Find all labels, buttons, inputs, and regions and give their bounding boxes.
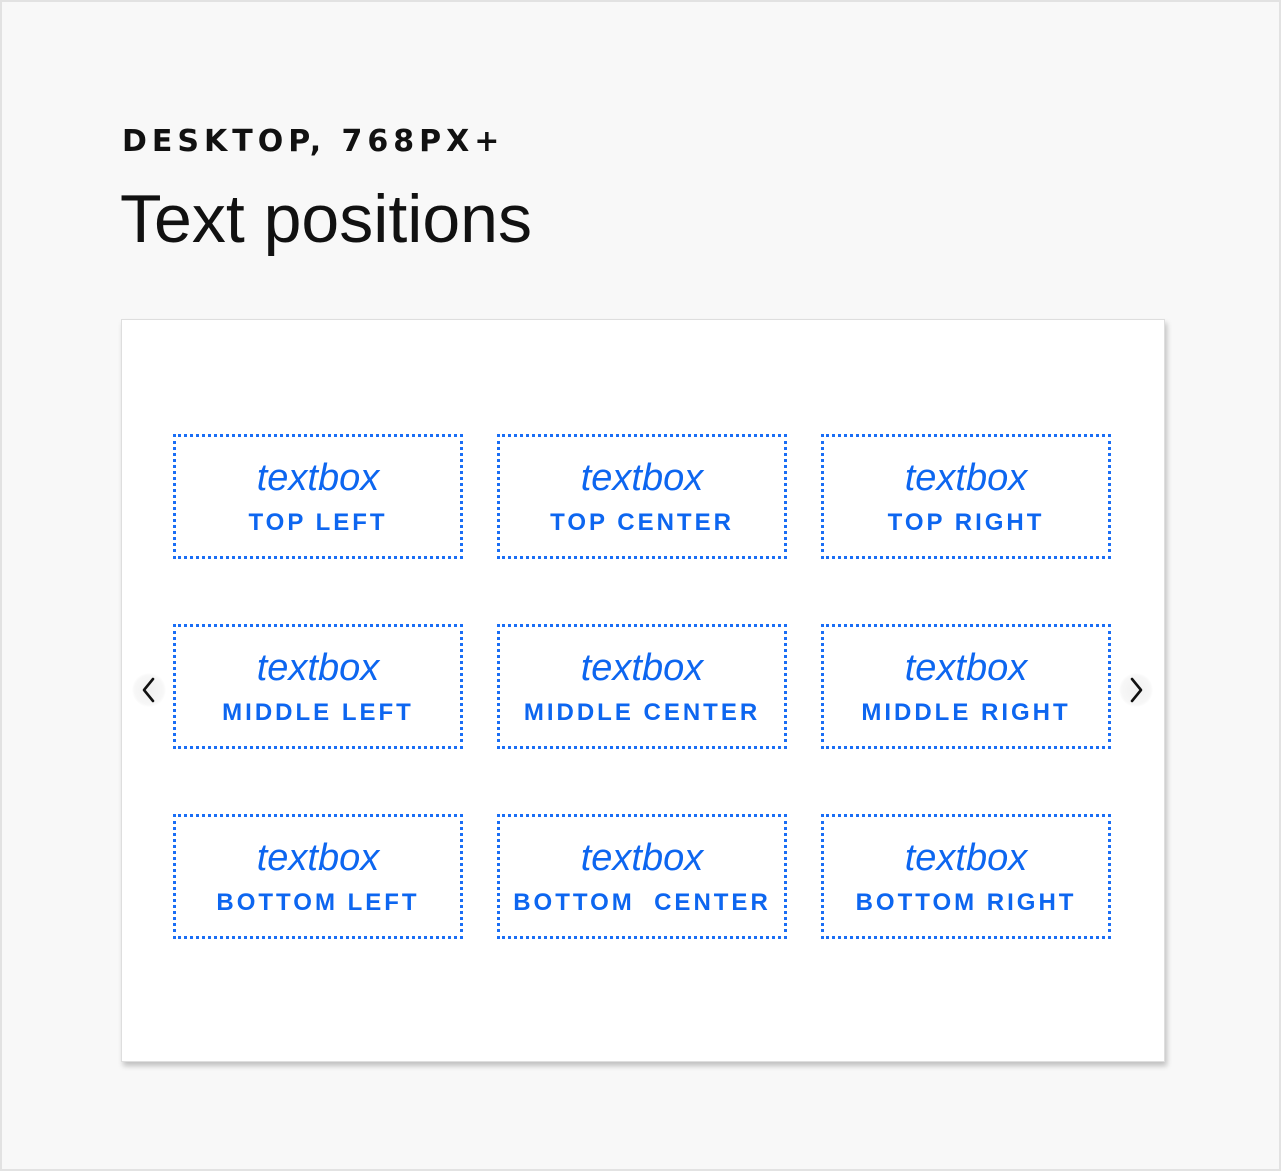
carousel-prev-button[interactable]	[132, 673, 166, 707]
position-label: TOP RIGHT	[887, 508, 1045, 536]
position-label: MIDDLE LEFT	[222, 698, 414, 726]
textbox-middle-center: textbox MIDDLE CENTER	[497, 624, 787, 749]
position-label: BOTTOM CENTER	[513, 888, 771, 916]
carousel-card: textbox TOP LEFT textbox TOP CENTER text…	[121, 319, 1165, 1062]
textbox-bottom-right: textbox BOTTOM RIGHT	[821, 814, 1111, 939]
textbox-top-left: textbox TOP LEFT	[173, 434, 463, 559]
textbox-label: textbox	[256, 646, 380, 689]
textbox-bottom-left: textbox BOTTOM LEFT	[173, 814, 463, 939]
textbox-label: textbox	[580, 646, 704, 689]
textbox-top-center: textbox TOP CENTER	[497, 434, 787, 559]
chevron-left-icon	[142, 677, 155, 703]
textbox-label: textbox	[256, 456, 380, 499]
carousel-next-button[interactable]	[1119, 673, 1153, 707]
textbox-label: textbox	[904, 836, 1028, 879]
position-label: TOP CENTER	[550, 508, 734, 536]
textbox-top-right: textbox TOP RIGHT	[821, 434, 1111, 559]
textbox-middle-left: textbox MIDDLE LEFT	[173, 624, 463, 749]
position-label: BOTTOM LEFT	[216, 888, 420, 916]
position-label: MIDDLE CENTER	[523, 698, 761, 726]
page-title: Text positions	[120, 181, 532, 257]
textbox-label: textbox	[904, 456, 1028, 499]
position-label: BOTTOM RIGHT	[855, 888, 1077, 916]
chevron-right-icon	[1130, 677, 1143, 703]
textbox-label: textbox	[580, 836, 704, 879]
textbox-label: textbox	[904, 646, 1028, 689]
textbox-label: textbox	[580, 456, 704, 499]
textbox-bottom-center: textbox BOTTOM CENTER	[497, 814, 787, 939]
position-label: TOP LEFT	[248, 508, 388, 536]
eyebrow-label: DESKTOP, 768PX+	[122, 124, 505, 159]
textbox-middle-right: textbox MIDDLE RIGHT	[821, 624, 1111, 749]
textbox-label: textbox	[256, 836, 380, 879]
position-label: MIDDLE RIGHT	[861, 698, 1071, 726]
